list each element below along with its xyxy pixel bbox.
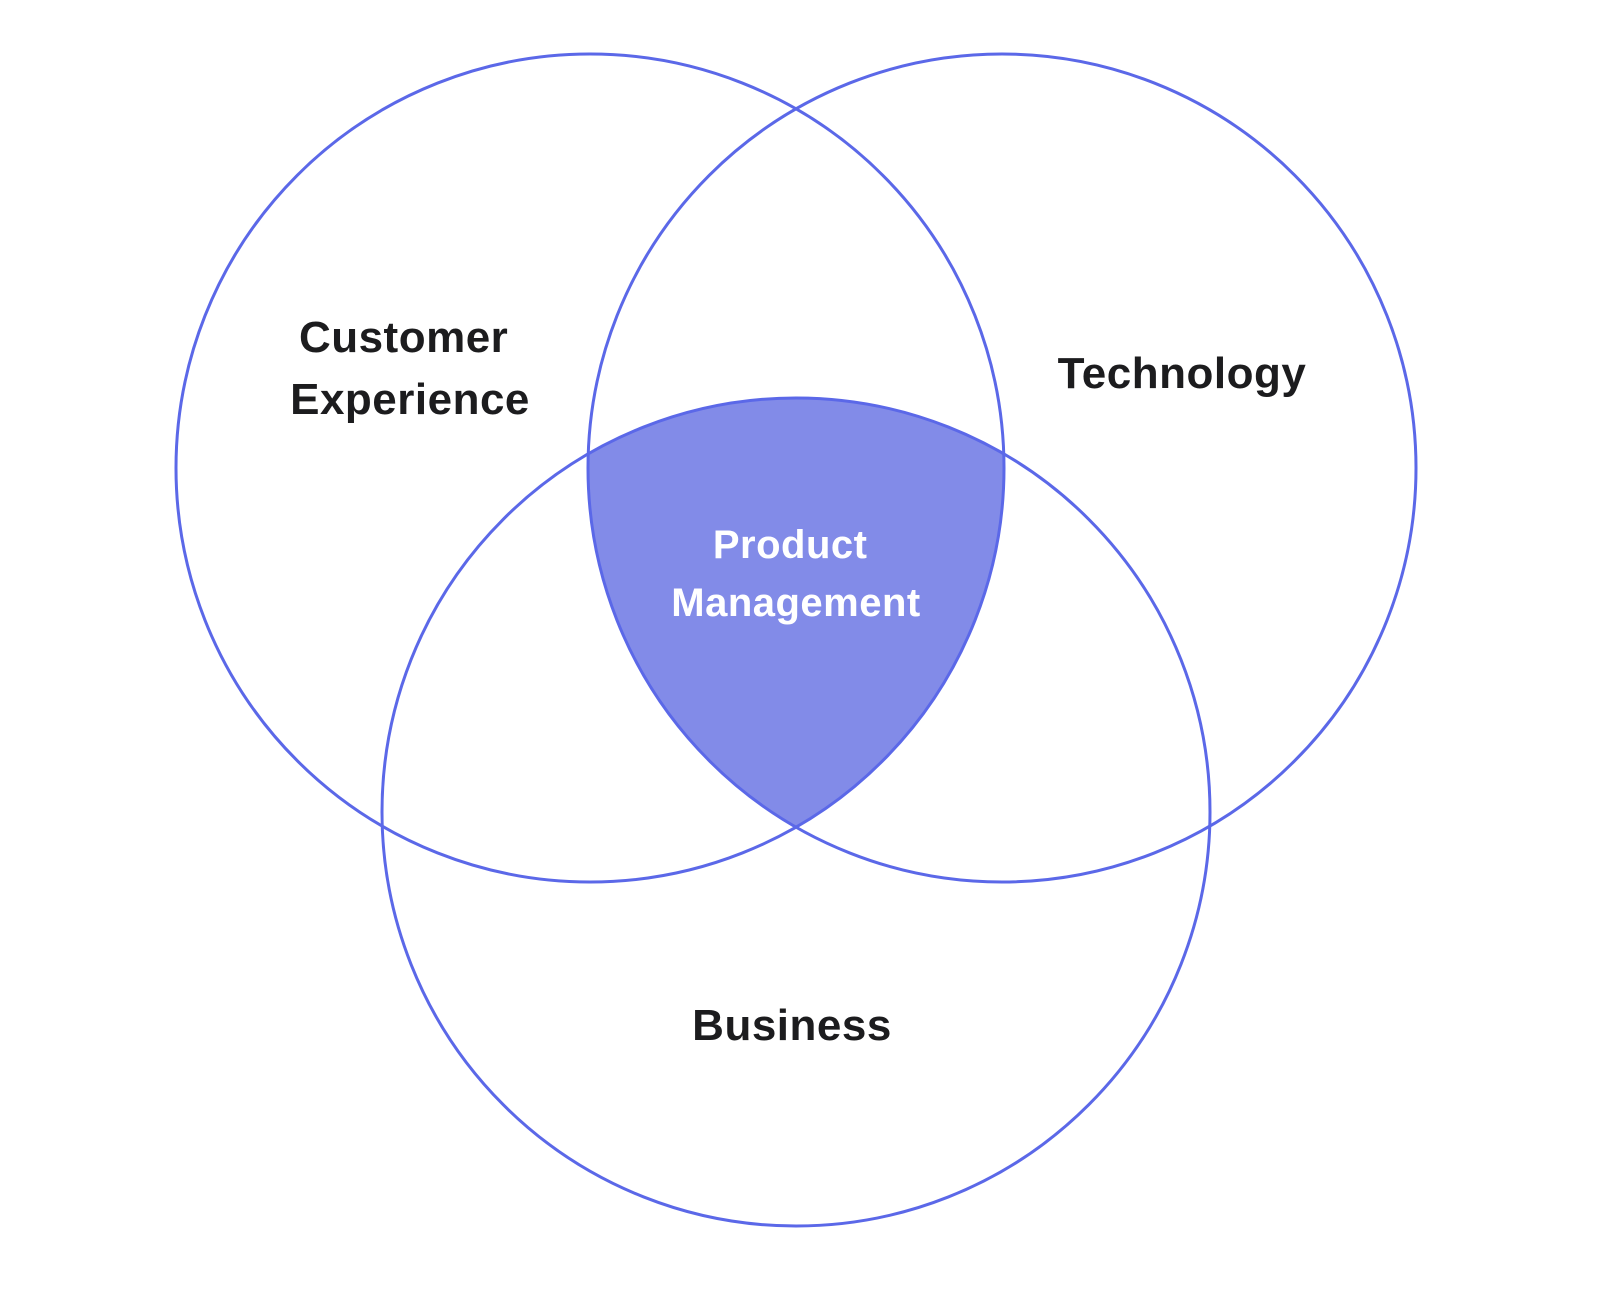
- label-product-management-line1: Product: [713, 523, 868, 567]
- label-customer-experience-line2: Experience: [290, 375, 530, 424]
- label-product-management: Product Management: [671, 523, 921, 625]
- label-business: Business: [692, 1001, 892, 1050]
- circle-business: [380, 396, 1212, 1228]
- circle-customer-experience: [174, 52, 1006, 884]
- label-product-management-line2: Management: [671, 581, 921, 625]
- label-technology: Technology: [1058, 349, 1307, 398]
- circle-technology: [586, 52, 1418, 884]
- intersection-region: [587, 397, 1005, 827]
- label-customer-experience: Customer Experience: [290, 313, 530, 424]
- label-customer-experience-line1: Customer: [299, 313, 508, 362]
